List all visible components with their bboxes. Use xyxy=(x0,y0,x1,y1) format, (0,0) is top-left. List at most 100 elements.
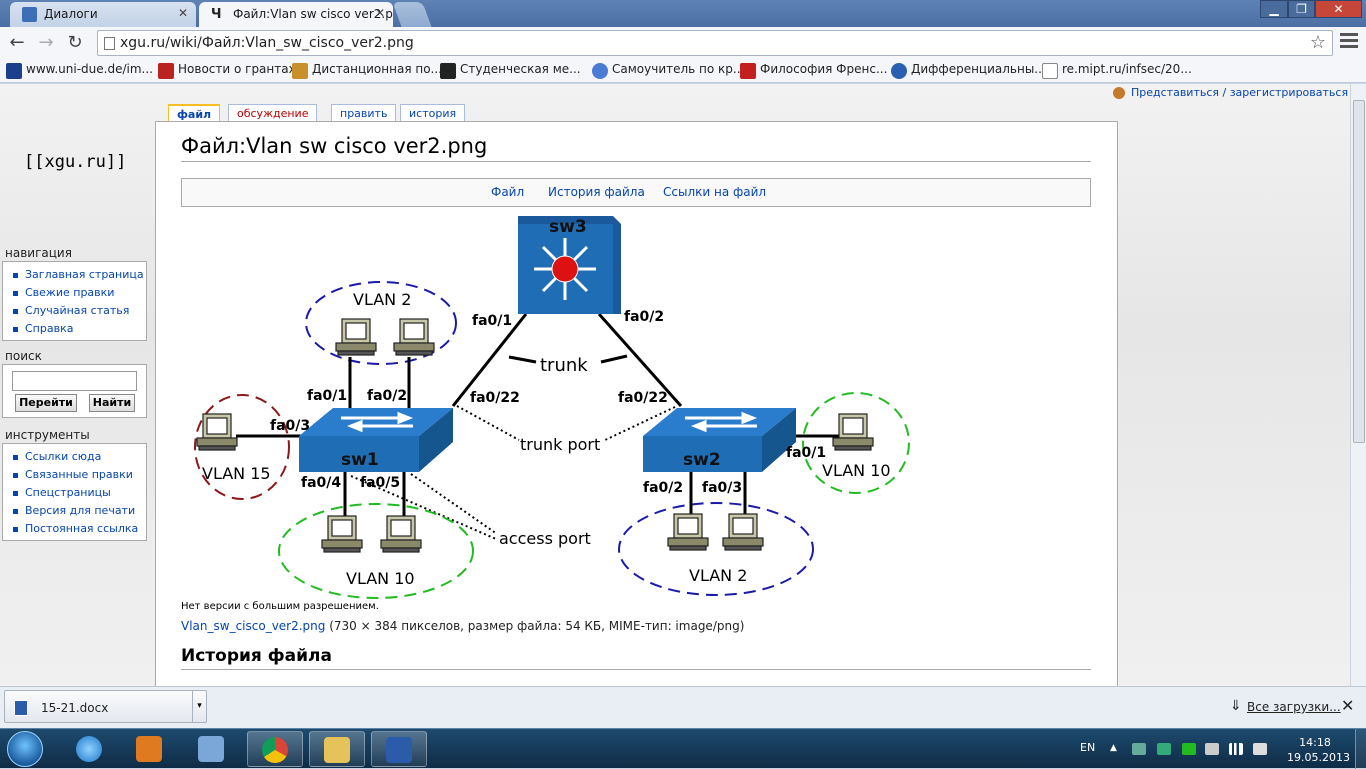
show-desktop-button[interactable] xyxy=(1355,729,1366,769)
tray-app-icon[interactable] xyxy=(1182,743,1196,755)
bookmark-item[interactable]: Студенческая ме... xyxy=(440,62,581,80)
page-title: Файл:Vlan sw cisco ver2.png xyxy=(181,134,1091,162)
vlan-label: VLAN 10 xyxy=(346,569,415,588)
tab-strip: Диалоги ✕ Ч Файл:Vlan sw cisco ver2.p ✕ … xyxy=(0,0,1366,27)
tab-discussion[interactable]: обсуждение xyxy=(228,104,318,121)
close-icon[interactable]: ✕ xyxy=(1341,696,1355,715)
bookmark-item[interactable]: Дистанционная по... xyxy=(292,62,442,80)
nav-recent-changes[interactable]: Свежие правки xyxy=(13,284,146,302)
switch-label: sw1 xyxy=(341,450,379,470)
tab-history[interactable]: история xyxy=(400,104,466,121)
all-downloads-link[interactable]: ⇓ Все загрузки... xyxy=(1230,698,1341,714)
vlan-network-diagram: trunk sw3 fa0/1 fa0/2 fa0/22 fa0/22 xyxy=(194,216,910,599)
bookmark-item[interactable]: Философия Френс... xyxy=(740,62,887,80)
start-button[interactable] xyxy=(7,731,43,767)
tab-file-page[interactable]: Ч Файл:Vlan sw cisco ver2.p ✕ xyxy=(199,2,393,27)
go-button[interactable]: Перейти xyxy=(15,394,77,412)
tools-permanent-link[interactable]: Постоянная ссылка xyxy=(13,520,146,538)
trunk-link-sw3-sw1 xyxy=(451,313,528,407)
vlan-label: VLAN 15 xyxy=(202,464,271,483)
page-favicon-icon xyxy=(1042,63,1058,79)
switch-label: sw2 xyxy=(683,450,721,470)
language-indicator[interactable]: EN xyxy=(1080,741,1096,754)
nav-main-page[interactable]: Заглавная страница xyxy=(13,266,146,284)
pc-icon xyxy=(335,318,377,356)
shield-favicon-icon xyxy=(592,63,608,79)
trunk-marker-right xyxy=(600,354,628,364)
port-label: fa0/22 xyxy=(470,390,520,406)
taskbar-media-player[interactable] xyxy=(122,731,178,767)
port-label: fa0/2 xyxy=(624,309,664,325)
nav-random-article[interactable]: Случайная статья xyxy=(13,302,146,320)
file-link[interactable]: Vlan_sw_cisco_ver2.png xyxy=(181,619,326,633)
tools-printable-version[interactable]: Версия для печати xyxy=(13,502,146,520)
address-bar[interactable]: xgu.ru/wiki/Файл:Vlan_sw_cisco_ver2.png … xyxy=(97,30,1333,56)
page-scrollbar[interactable] xyxy=(1350,84,1366,686)
no-higher-resolution-note: Нет версии с большим разрешением. xyxy=(181,601,379,612)
clock-time: 14:18 xyxy=(1299,736,1331,749)
tab-dialogs[interactable]: Диалоги ✕ xyxy=(10,2,196,27)
toc-file-link[interactable]: Файл xyxy=(491,185,525,199)
search-button[interactable]: Найти xyxy=(89,394,135,412)
bookmark-item[interactable]: Самоучитель по кр... xyxy=(592,62,744,80)
vlan-label: VLAN 10 xyxy=(822,461,891,480)
tools-what-links-here[interactable]: Ссылки сюда xyxy=(13,448,146,466)
download-filename: 15-21.docx xyxy=(41,701,109,715)
search-heading: поиск xyxy=(5,349,42,363)
browser-menu-button[interactable] xyxy=(1340,33,1358,51)
switch-sw2: sw2 xyxy=(643,408,796,472)
folder-icon xyxy=(324,737,350,763)
toc-links-link[interactable]: Ссылки на файл xyxy=(663,185,767,199)
back-button[interactable]: ← xyxy=(9,32,25,53)
tray-expand-icon[interactable]: ▲ xyxy=(1110,743,1117,753)
taskbar-ie[interactable] xyxy=(62,731,118,767)
forward-button[interactable]: → xyxy=(38,32,54,53)
file-toc: Файл История файла Ссылки на файл xyxy=(181,178,1091,207)
search-input[interactable] xyxy=(12,371,137,391)
site-logo[interactable]: [[xgu.ru]] xyxy=(24,152,127,172)
taskbar-chrome[interactable] xyxy=(247,731,303,767)
bookmark-star-icon[interactable]: ☆ xyxy=(1309,32,1326,53)
bookmark-item[interactable]: Дифференциальны... xyxy=(891,62,1046,80)
scrollbar-thumb[interactable] xyxy=(1353,100,1365,443)
globe-favicon-icon xyxy=(891,63,907,79)
volume-icon[interactable] xyxy=(1253,743,1267,755)
x-favicon-icon xyxy=(440,63,456,79)
reload-button[interactable]: ↻ xyxy=(67,32,83,53)
vlan-10-group xyxy=(278,503,474,599)
vlan-label: VLAN 2 xyxy=(689,566,747,585)
close-icon[interactable]: ✕ xyxy=(374,6,385,20)
tools-special-pages[interactable]: Спецстраницы xyxy=(13,484,146,502)
bookmark-item[interactable]: Новости о грантах xyxy=(158,62,296,80)
minimize-button[interactable]: ▁ xyxy=(1260,0,1288,18)
login-link[interactable]: Представиться / зарегистрироваться xyxy=(1113,86,1348,99)
port-label: fa0/2 xyxy=(643,480,683,496)
tab-file[interactable]: файл xyxy=(168,104,221,121)
download-item[interactable]: 15-21.docx ▾ xyxy=(4,690,207,723)
close-window-button[interactable]: ✕ xyxy=(1315,0,1362,18)
toc-history-link[interactable]: История файла xyxy=(548,185,645,199)
taskbar-network[interactable] xyxy=(184,731,240,767)
tools-portlet: Ссылки сюда Связанные правки Спецстраниц… xyxy=(2,443,147,541)
tools-related-changes[interactable]: Связанные правки xyxy=(13,466,146,484)
nav-help[interactable]: Справка xyxy=(13,320,146,338)
tray-app-icon[interactable] xyxy=(1132,743,1146,755)
chevron-down-icon[interactable]: ▾ xyxy=(192,691,206,722)
taskbar-word[interactable] xyxy=(371,731,427,767)
close-icon[interactable]: ✕ xyxy=(177,6,188,20)
bookmark-item[interactable]: re.mipt.ru/infsec/20... xyxy=(1042,62,1192,80)
tray-app-icon[interactable] xyxy=(1205,743,1219,755)
network-icon xyxy=(198,736,224,762)
download-arrow-icon: ⇓ xyxy=(1230,698,1242,714)
tab-edit[interactable]: править xyxy=(331,104,397,121)
taskbar-explorer[interactable] xyxy=(309,731,365,767)
system-clock[interactable]: 14:18 19.05.2013 xyxy=(1287,735,1350,765)
signal-icon[interactable] xyxy=(1229,743,1243,755)
new-tab-button[interactable] xyxy=(392,2,432,27)
uni-favicon-icon xyxy=(6,63,22,79)
bookmark-item[interactable]: www.uni-due.de/im... xyxy=(6,62,153,80)
tray-app-icon[interactable] xyxy=(1157,743,1171,755)
maximize-button[interactable]: ❐ xyxy=(1288,0,1315,18)
port-label: fa0/5 xyxy=(360,475,400,491)
red-favicon-icon xyxy=(740,63,756,79)
